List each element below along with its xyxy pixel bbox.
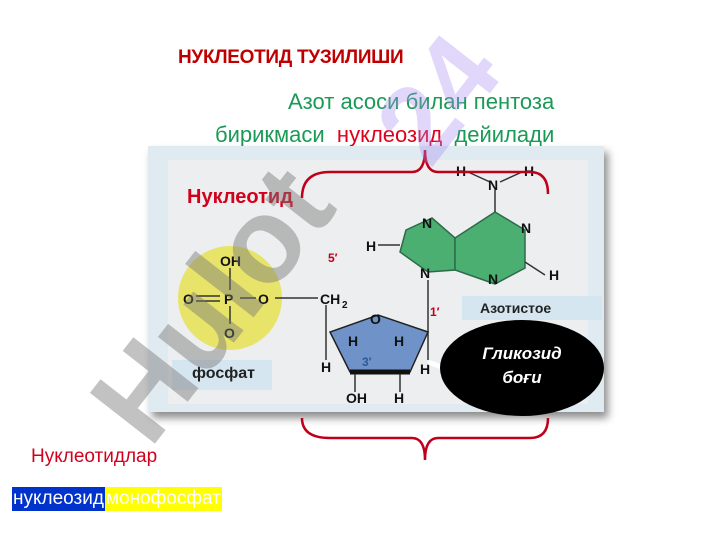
atom-h: H bbox=[420, 361, 430, 377]
base-label-box bbox=[462, 296, 602, 320]
atom-p: P bbox=[224, 291, 233, 307]
atom-o: O bbox=[183, 291, 194, 307]
definition-text-end: дейилади bbox=[442, 122, 555, 147]
phosphate-label: фосфат bbox=[192, 365, 255, 382]
atom-n: N bbox=[488, 177, 498, 193]
atom-h: H bbox=[348, 333, 358, 349]
phosphate-highlight bbox=[178, 246, 282, 350]
definition-line-2: бирикмаси нуклеозид дейилади bbox=[215, 122, 554, 148]
nucleotides-label: Нуклеотидлар bbox=[31, 446, 158, 467]
atom-h: H bbox=[366, 238, 376, 254]
atom-h: H bbox=[549, 267, 559, 283]
atom-n: N bbox=[488, 271, 498, 287]
carbon-3-label: 3′ bbox=[362, 355, 372, 369]
atom-n: N bbox=[521, 220, 531, 236]
nucleoside-brace bbox=[300, 149, 550, 199]
definition-line-1: Азот асоси билан пентоза bbox=[288, 89, 555, 114]
phosphate-label-box bbox=[172, 360, 272, 390]
atom-oh: OH bbox=[220, 253, 241, 269]
atom-h: H bbox=[394, 333, 404, 349]
definition-text: бирикмаси bbox=[215, 122, 337, 147]
atom-h: H bbox=[321, 359, 331, 375]
carbon-1-label: 1′ bbox=[430, 305, 440, 319]
sugar-o: O bbox=[370, 311, 381, 327]
nucleotide-brace bbox=[300, 417, 550, 461]
nucleoside-part: нуклеозид bbox=[12, 487, 105, 511]
nucleotide-heading: Нуклеотид bbox=[187, 186, 293, 208]
nucleoside-term: нуклеозид bbox=[336, 122, 443, 147]
slide-title: НУКЛЕОТИД ТУЗИЛИШИ bbox=[178, 47, 404, 68]
bond-label-line-2: боғи bbox=[502, 368, 542, 387]
atom-o: O bbox=[258, 291, 269, 307]
atom-oh: OH bbox=[346, 390, 367, 406]
base-label: Азотистое bbox=[480, 300, 552, 316]
glycosidic-bond-callout: Гликозид боғи bbox=[440, 320, 604, 416]
atom-n: N bbox=[420, 265, 430, 281]
monophosphate-part: монофосфат bbox=[104, 487, 222, 511]
atom-o-minus: O bbox=[224, 325, 235, 341]
atom-h: H bbox=[394, 390, 404, 406]
carbon-5-label: 5′ bbox=[328, 251, 338, 265]
atom-ch2: CH bbox=[320, 291, 340, 307]
atom-subscript: 2 bbox=[342, 300, 348, 311]
bond-label-line-1: Гликозид bbox=[482, 344, 562, 363]
atom-n: N bbox=[422, 215, 432, 231]
